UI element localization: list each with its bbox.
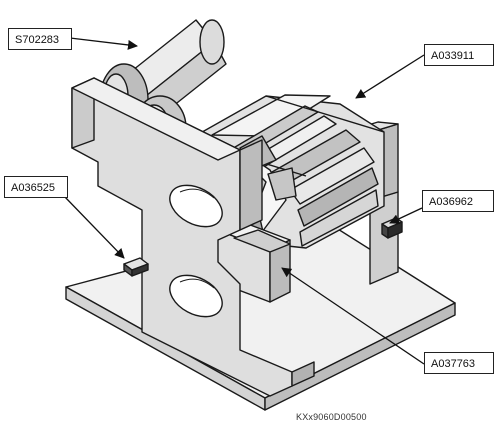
- callout-a033911: A033911: [424, 44, 494, 66]
- figure-code: KXx9060D00500: [296, 412, 367, 422]
- callout-a036525: A036525: [4, 176, 68, 198]
- front-bearing-block: [211, 217, 291, 303]
- leader-a033911: [355, 54, 425, 99]
- callout-s702283: S702283: [8, 28, 72, 50]
- left-frame-plate: [71, 77, 315, 397]
- leader-a036525: [63, 195, 125, 259]
- callout-a036962: A036962: [422, 190, 494, 212]
- leader-a037763: [281, 267, 425, 365]
- leader-s702283: [69, 37, 138, 50]
- leader-a036962: [389, 207, 423, 224]
- rotor-drum: [187, 94, 385, 249]
- small-block-left: [123, 257, 149, 277]
- callout-a037763: A037763: [424, 352, 494, 374]
